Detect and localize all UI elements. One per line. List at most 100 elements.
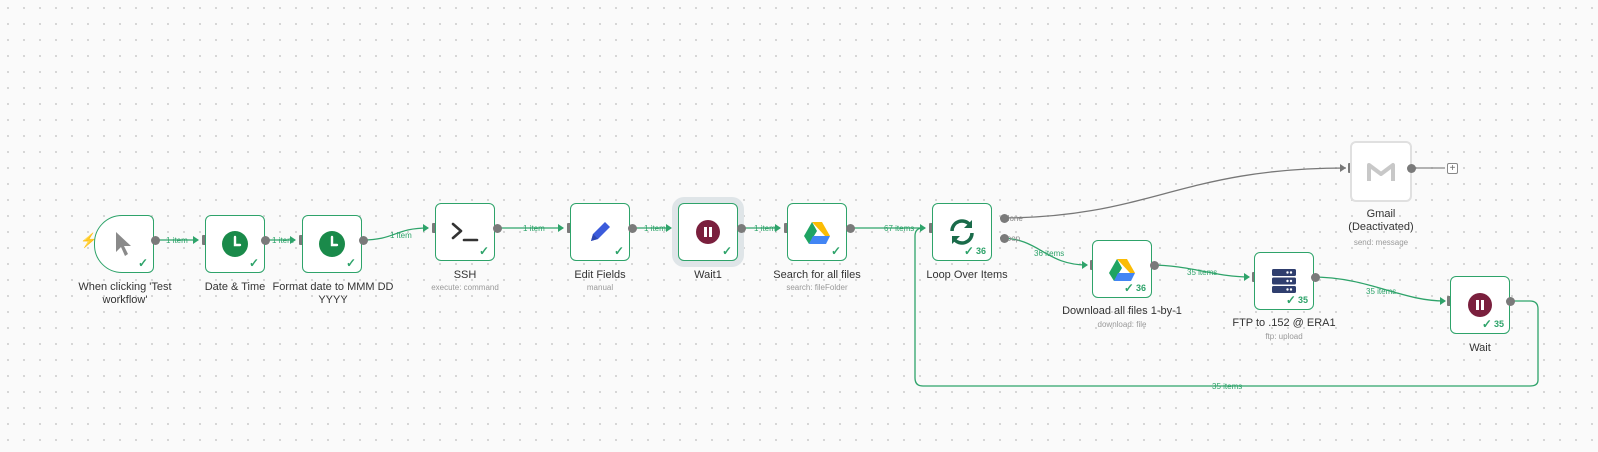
output-handle[interactable] [1506,297,1515,306]
success-check-icon: ✓ [137,256,148,270]
node-subtitle-edit-fields: manual [586,283,614,292]
output-handle-loop[interactable] [1000,234,1009,243]
node-label-edit-fields: Edit Fields [574,269,626,281]
trigger-bolt-icon: ⚡ [80,232,98,248]
pause-icon [696,220,720,244]
node-label-loop: Loop Over Items [926,269,1008,281]
edge-label-10: 35 items [1366,287,1396,296]
success-check-icon: ✓36 [1123,281,1146,295]
node-subtitle-search-files: search: fileFolder [786,283,848,292]
success-check-icon: ✓35 [1481,317,1504,331]
node-wait1[interactable]: ✓ [678,203,738,261]
edge-label-7: 67 items [884,224,914,233]
input-handle[interactable] [675,223,679,233]
edge-label-3: 1 item [390,231,412,240]
node-search-files[interactable]: ✓ [787,203,847,261]
output-handle[interactable] [737,224,746,233]
node-label-ssh: SSH [453,269,477,281]
output-handle[interactable] [1311,273,1320,282]
connection-loop-download[interactable] [999,237,1088,266]
input-handle[interactable] [202,235,206,245]
node-label-gmail: Gmail (Deactivated) [1348,208,1414,233]
edge-label-8: 36 items [1034,249,1064,258]
clock-icon [319,231,345,257]
pencil-icon [591,222,610,241]
node-manual-trigger[interactable]: ✓ [94,215,154,273]
edge-label-4: 1 item [523,224,545,233]
node-label-manual-trigger: When clicking 'Test workflow' [78,281,172,306]
node-label-wait1: Wait1 [694,269,722,281]
loop-output-done-label: done [1005,214,1023,223]
node-ftp[interactable]: ✓35 [1254,252,1314,310]
node-label-ftp: FTP to .152 @ ERA1 [1232,317,1336,329]
edge-label-1: 1 item [166,236,188,245]
node-subtitle-download: download: file [1097,320,1147,329]
loop-output-loop-label: loop [1005,234,1021,243]
server-icon [1272,269,1296,293]
output-handle[interactable] [261,236,270,245]
edge-label-2: 1 item [272,236,294,245]
success-check-icon: ✓35 [1285,293,1308,307]
output-handle[interactable] [628,224,637,233]
edge-label-9: 35 items [1187,268,1217,277]
run-count: 36 [975,246,986,256]
node-label-format-date: Format date to MMM DD YYYY [272,281,394,306]
input-handle[interactable] [784,223,788,233]
node-label-search-files: Search for all files [773,269,861,281]
add-node-button[interactable]: + [1447,163,1458,174]
node-ssh[interactable]: ✓ [435,203,495,261]
node-date-time[interactable]: ✓ [205,215,265,273]
run-count: 36 [1135,283,1146,293]
success-check-icon: ✓ [345,256,356,270]
input-handle[interactable] [929,223,933,233]
node-wait[interactable]: ✓35 [1450,276,1510,334]
connection-wait-loop[interactable] [914,227,1539,387]
edge-label-5: 1 item [644,224,666,233]
input-handle[interactable] [1447,296,1451,306]
clock-icon [222,231,248,257]
connection-format-ssh[interactable] [362,227,429,241]
success-check-icon: ✓ [721,244,732,258]
node-label-date-time: Date & Time [204,281,266,293]
connection-loop-gmail[interactable] [999,167,1347,219]
edge-label-11: 35 items [1212,382,1242,391]
node-label-download: Download all files 1-by-1 [1062,305,1182,317]
node-edit-fields[interactable]: ✓ [570,203,630,261]
output-handle[interactable] [493,224,502,233]
success-check-icon: ✓ [830,244,841,258]
edge-label-6: 1 item [754,224,776,233]
success-check-icon: ✓36 [963,244,986,258]
node-subtitle-ssh: execute: command [431,283,499,292]
run-count: 35 [1493,319,1504,329]
output-handle[interactable] [1150,261,1159,270]
connection-download-ftp[interactable] [1149,264,1250,278]
node-subtitle-gmail: send: message [1353,238,1409,247]
input-handle[interactable] [567,223,571,233]
node-loop-over-items[interactable]: ✓36 [932,203,992,261]
output-handle[interactable] [359,236,368,245]
run-count: 35 [1297,295,1308,305]
output-handle[interactable] [846,224,855,233]
connection-ftp-wait[interactable] [1310,276,1446,302]
node-label-wait: Wait [1469,342,1491,354]
loop-icon [950,219,974,245]
gmail-icon [1367,162,1395,181]
google-drive-icon [1109,259,1135,281]
success-check-icon: ✓ [478,244,489,258]
node-format-date[interactable]: ✓ [302,215,362,273]
node-gmail[interactable] [1350,141,1412,202]
input-handle[interactable] [299,235,303,245]
output-handle[interactable] [1407,164,1416,173]
pause-icon [1468,293,1492,317]
output-handle[interactable] [151,236,160,245]
output-handle-done[interactable] [1000,214,1009,223]
cursor-icon [116,232,131,256]
google-drive-icon [804,222,830,244]
node-subtitle-ftp: ftp: upload [1265,332,1303,341]
success-check-icon: ✓ [613,244,624,258]
terminal-icon [451,222,479,242]
input-handle[interactable] [432,223,436,233]
node-download[interactable]: ✓36 [1092,240,1152,298]
